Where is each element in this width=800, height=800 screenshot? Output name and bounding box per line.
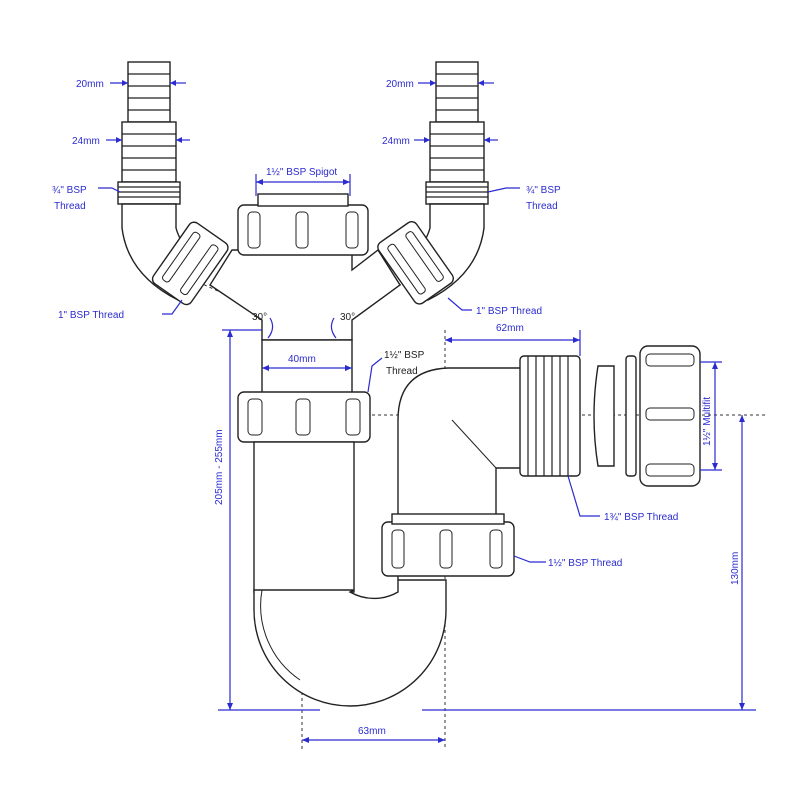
left-bsp-thread-label-line2: Thread (54, 201, 86, 212)
left-hose-body-label: 24mm (72, 136, 100, 147)
thread-112-lower-label: 1½" BSP Thread (548, 558, 622, 569)
right-hose-body-label: 24mm (382, 136, 410, 147)
angle-left-label: 30° (252, 312, 267, 323)
dimension-lines (98, 80, 756, 743)
left-hose-connector (117, 61, 229, 306)
outlet-assembly (519, 345, 701, 487)
left-hose-tip-label: 20mm (76, 79, 104, 90)
height-range-label: 205mm - 255mm (214, 429, 225, 505)
trap-body (237, 367, 529, 707)
dimension-labels: 20mm 24mm 20mm 24mm ¾" BSP Thread ¾" BSP… (52, 79, 741, 737)
multifit-label: 1½" Multifit (702, 397, 713, 446)
width-63-label: 63mm (358, 726, 386, 737)
pipe-40-label: 40mm (288, 354, 316, 365)
y-body (209, 193, 401, 396)
left-bsp-thread-label-line1: ¾" BSP (52, 185, 87, 196)
outlet-62-label: 62mm (496, 323, 524, 334)
right-bsp-thread-label-line1: ¾" BSP (526, 185, 561, 196)
right-inlet-thread-label: 1" BSP Thread (476, 306, 542, 317)
spigot-label: 1½" BSP Spigot (266, 167, 337, 178)
height-130-label: 130mm (730, 552, 741, 585)
thread-134-label: 1¾" BSP Thread (604, 512, 678, 523)
right-hose-tip-label: 20mm (386, 79, 414, 90)
angle-right-label: 30° (340, 312, 355, 323)
thread-112-label-line1: 1½" BSP (384, 350, 425, 361)
right-hose-connector (377, 61, 489, 305)
left-inlet-thread-label: 1" BSP Thread (58, 310, 124, 321)
right-bsp-thread-label-line2: Thread (526, 201, 558, 212)
thread-112-label-line2: Thread (386, 366, 418, 377)
